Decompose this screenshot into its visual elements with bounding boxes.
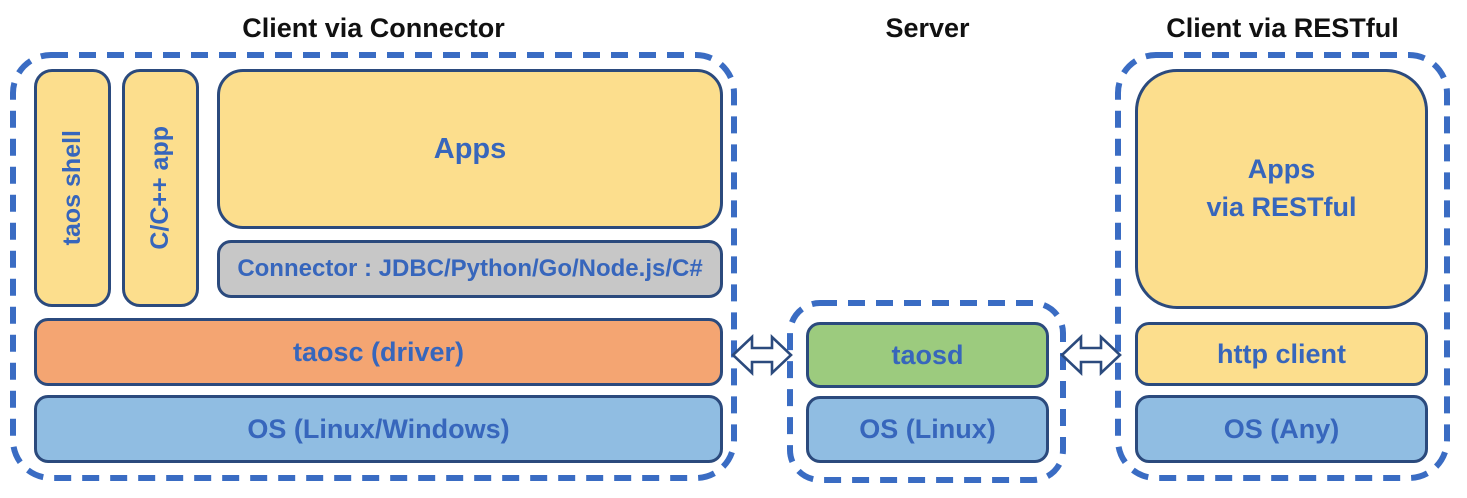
taosd-label: taosd <box>891 339 964 370</box>
server-title: Server <box>885 13 970 43</box>
os-linux-label: OS (Linux) <box>859 414 996 444</box>
taos-shell-box: taos shell <box>34 69 111 307</box>
bidirectional-arrow-icon <box>1060 333 1122 377</box>
apps-via-restful-label-line2: via RESTful <box>1206 192 1357 222</box>
connector-box: Connector : JDBC/Python/Go/Node.js/C# <box>217 240 723 298</box>
os-any-box: OS (Any) <box>1135 395 1428 463</box>
bidirectional-arrow-icon <box>731 333 793 377</box>
apps-via-restful-box: Apps via RESTful <box>1135 69 1428 309</box>
client-restful-title: Client via RESTful <box>1166 13 1399 43</box>
os-linux-box: OS (Linux) <box>806 396 1049 463</box>
apps-box: Apps <box>217 69 723 229</box>
cpp-app-box: C/C++ app <box>122 69 199 307</box>
taos-shell-label: taos shell <box>58 130 86 246</box>
connector-label: Connector : JDBC/Python/Go/Node.js/C# <box>237 255 703 282</box>
taosc-driver-label: taosc (driver) <box>292 336 465 367</box>
client-connector-title: Client via Connector <box>242 13 505 43</box>
apps-via-restful-label-line1: Apps <box>1247 154 1316 185</box>
apps-label: Apps <box>433 132 507 165</box>
taosd-box: taosd <box>806 322 1049 388</box>
os-linux-windows-box: OS (Linux/Windows) <box>34 395 723 463</box>
os-linux-windows-label: OS (Linux/Windows) <box>247 413 510 444</box>
os-any-label: OS (Any) <box>1223 413 1340 444</box>
http-client-box: http client <box>1135 322 1428 386</box>
http-client-label: http client <box>1217 338 1346 369</box>
cpp-app-label: C/C++ app <box>146 126 174 250</box>
taosc-driver-box: taosc (driver) <box>34 318 723 386</box>
